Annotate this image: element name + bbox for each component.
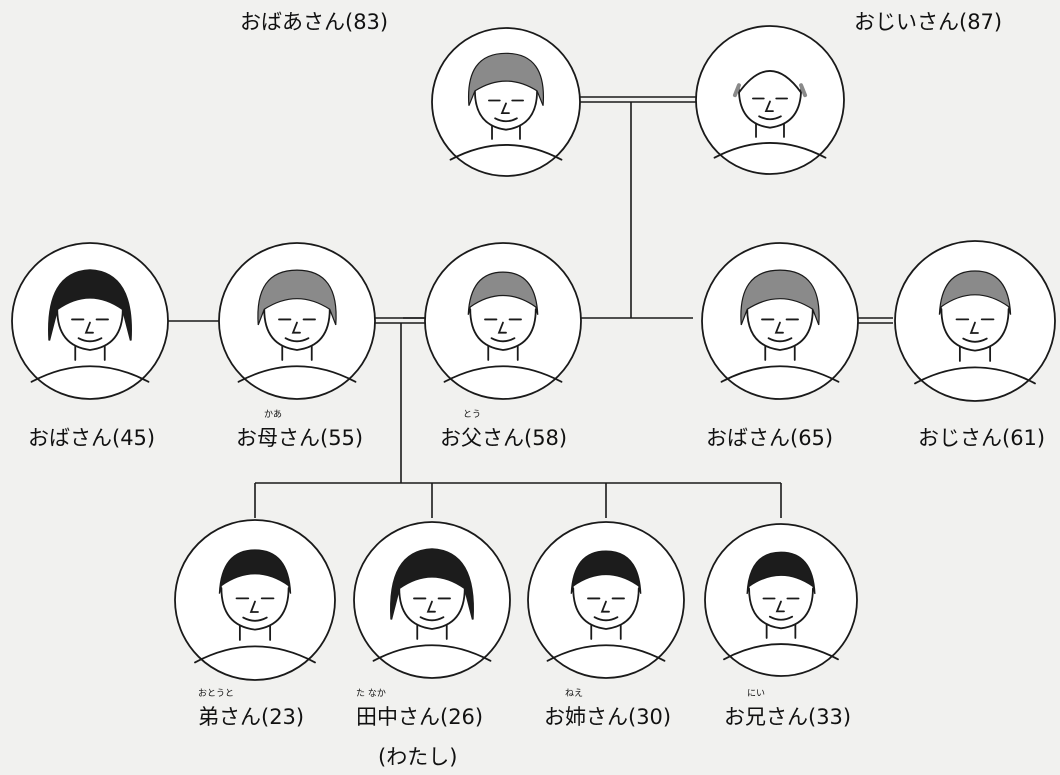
me-portrait: [353, 521, 511, 679]
uncle-61-face: [914, 270, 1036, 385]
aunt-45-portrait: [11, 242, 169, 400]
uncle-61-label: おじさん(61): [918, 426, 1046, 450]
uncle-61-portrait: [894, 240, 1056, 402]
mother-portrait: [218, 242, 376, 400]
aunt-45-face: [30, 269, 150, 383]
father-ruby: とう: [463, 410, 482, 420]
mother-label: お母さん(55): [236, 426, 364, 450]
me-ruby: た なか: [356, 689, 386, 699]
father-portrait: [424, 242, 582, 400]
me-sub-label: (わたし): [378, 745, 458, 769]
older-brother-label: お兄さん(33): [724, 705, 852, 729]
younger-brother-label: 弟さん(23): [198, 705, 305, 729]
father-face: [443, 271, 563, 383]
older-sister-face: [546, 550, 666, 662]
aunt-45-label: おばさん(45): [28, 426, 156, 450]
father-label: お父さん(58): [440, 426, 568, 450]
grandmother-portrait: [431, 27, 581, 177]
mother-ruby: かあ: [264, 410, 283, 420]
grandmother-face: [449, 52, 563, 161]
older-brother-portrait: [704, 523, 858, 677]
me-face: [372, 548, 492, 662]
grandfather-portrait: [695, 25, 845, 175]
older-brother-ruby: にい: [747, 689, 766, 699]
mother-face: [237, 269, 357, 383]
older-sister-portrait: [527, 521, 685, 679]
younger-brother-ruby: おとうと: [198, 689, 235, 699]
younger-brother-portrait: [174, 519, 336, 681]
older-sister-label: お姉さん(30): [544, 705, 672, 729]
grandfather-label: おじいさん(87): [854, 10, 1003, 34]
younger-brother-face: [194, 549, 316, 664]
aunt-65-portrait: [701, 242, 859, 400]
aunt-65-label: おばさん(65): [706, 426, 834, 450]
me-label: 田中さん(26): [356, 705, 484, 729]
aunt-65-face: [720, 269, 840, 383]
older-sister-ruby: ねえ: [565, 689, 584, 699]
older-brother-face: [723, 551, 839, 661]
grandmother-label: おばあさん(83): [240, 10, 389, 34]
grandfather-face: [713, 70, 827, 159]
